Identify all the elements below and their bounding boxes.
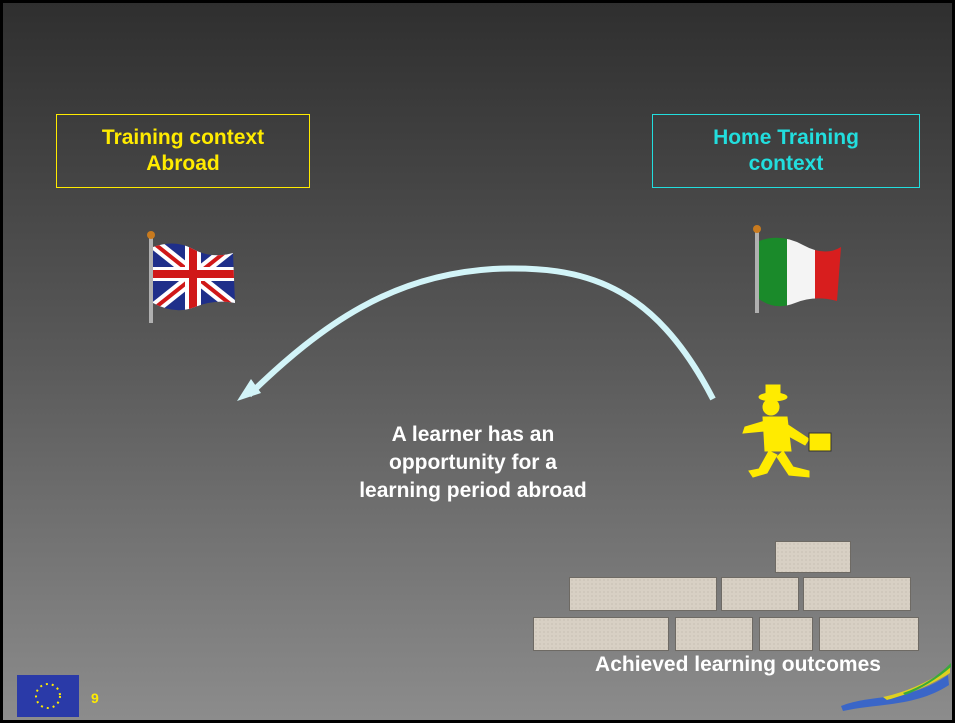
brick bbox=[819, 617, 919, 651]
home-training-context-box: Home Training context bbox=[652, 114, 920, 188]
diagram-graphics bbox=[17, 225, 951, 717]
brick bbox=[533, 617, 669, 651]
brick bbox=[759, 617, 813, 651]
brick bbox=[721, 577, 799, 611]
brick bbox=[775, 541, 851, 573]
training-context-abroad-box: Training context Abroad bbox=[56, 114, 310, 188]
brick bbox=[675, 617, 753, 651]
achieved-learning-outcomes-label: Achieved learning outcomes bbox=[595, 653, 881, 676]
brick bbox=[803, 577, 911, 611]
eu-flag-icon bbox=[17, 675, 79, 717]
uk-flag-icon bbox=[147, 231, 235, 323]
slide: Training context Abroad Home Training co… bbox=[3, 3, 952, 720]
walking-learner-icon bbox=[742, 384, 832, 478]
programme-logo-icon bbox=[841, 663, 951, 711]
brick bbox=[569, 577, 717, 611]
learner-opportunity-caption: A learner has an opportunity for a learn… bbox=[359, 423, 587, 502]
page-number: 9 bbox=[91, 690, 99, 706]
italy-flag-icon bbox=[753, 225, 841, 313]
journey-arrow bbox=[237, 265, 716, 401]
